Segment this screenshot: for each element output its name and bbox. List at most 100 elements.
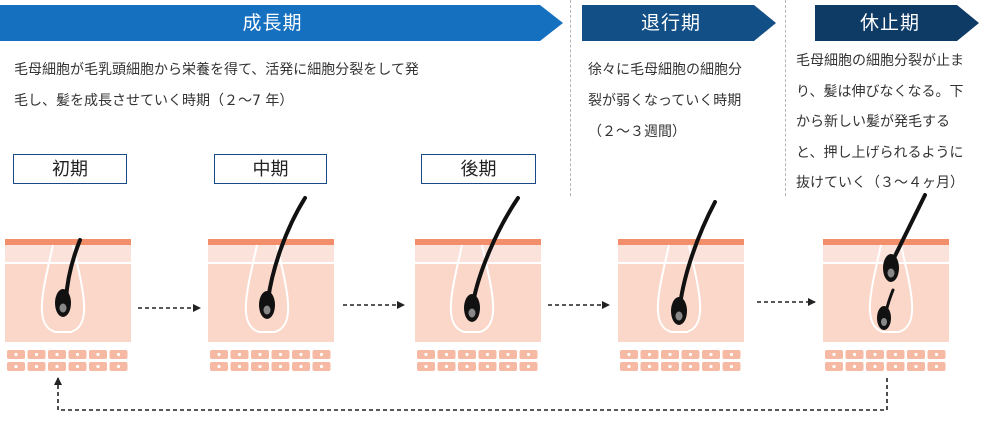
- dermal-papilla: [675, 311, 683, 321]
- fat-cell-dot: [217, 364, 221, 369]
- fat-cell-dot: [873, 364, 877, 369]
- hair-bulb: [464, 294, 480, 322]
- follicle-outline: [656, 244, 702, 333]
- fat-cell-dot: [627, 352, 631, 357]
- fat-cell-dot: [319, 364, 324, 369]
- skin-panel-late: [415, 196, 541, 371]
- description-line: 抜けていく（３〜４ヶ月）: [796, 175, 964, 191]
- skin-upper-layer: [823, 245, 949, 263]
- description-line: と、押し上げられるように: [796, 144, 964, 161]
- fat-cell-dot: [55, 352, 59, 357]
- fat-cell-dot: [278, 352, 283, 357]
- fat-cell-dot: [444, 352, 449, 357]
- description-line: 毛母細胞の細胞分裂が止ま: [796, 53, 964, 69]
- banner-arrow-shape: [582, 5, 776, 41]
- fat-cell-dot: [278, 364, 283, 369]
- fat-cell-dot: [319, 352, 324, 357]
- cycle-return-arrow: [54, 377, 888, 411]
- follicle-outline: [449, 244, 495, 333]
- description-line: （２〜３週間）: [588, 124, 686, 140]
- skin-upper-layer: [208, 245, 334, 263]
- fat-cell-dot: [832, 352, 836, 357]
- fat-cell-dot: [465, 352, 469, 357]
- epidermis-top-layer: [823, 239, 949, 245]
- fat-cell-dot: [217, 352, 221, 357]
- fat-cell-dot: [299, 352, 303, 357]
- fat-cell-dot: [75, 364, 80, 369]
- fat-cell-dot: [55, 364, 59, 369]
- regression-phase-title: 退行期: [640, 12, 701, 34]
- fat-cell-dot: [444, 364, 449, 369]
- fat-cell-dot: [96, 352, 100, 357]
- description-line: 裂が弱くなっていく時期: [588, 93, 742, 109]
- dermal-papilla: [263, 305, 271, 315]
- skin-panel-early: [5, 238, 131, 371]
- fat-cell-dot: [688, 364, 693, 369]
- skin-upper-layer: [415, 245, 541, 263]
- hair-bulb: [55, 289, 71, 317]
- hair-bulb: [671, 297, 687, 325]
- banner-arrow-shape: [815, 5, 979, 41]
- banner-arrow-shape: [0, 5, 563, 41]
- fat-cell-dot: [647, 364, 652, 369]
- epidermis-top-layer: [618, 239, 744, 245]
- fat-cell-dot: [873, 352, 877, 357]
- dermal-papilla: [59, 303, 67, 313]
- fat-cell-dot: [485, 364, 490, 369]
- fat-cell-dot: [893, 352, 898, 357]
- fat-cell-dot: [852, 352, 857, 357]
- fat-cell-dot: [709, 364, 713, 369]
- fat-cell-dot: [647, 352, 652, 357]
- fat-cell-dot: [424, 352, 428, 357]
- fat-cell-dot: [832, 364, 836, 369]
- epidermis-top-layer: [5, 239, 131, 245]
- growth-phase-banner: 成長期: [0, 5, 563, 41]
- fat-cell-dot: [237, 352, 242, 357]
- description-line: 毛母細胞が毛乳頭細胞から栄養を得て、活発に細胞分裂をして発: [14, 62, 419, 78]
- epidermis-top-layer: [208, 239, 334, 245]
- follicle-outline: [868, 244, 914, 333]
- fat-cell-dot: [34, 352, 39, 357]
- fat-cell-dot: [729, 352, 734, 357]
- fat-cell-dot: [465, 364, 469, 369]
- fat-cell-dot: [934, 364, 939, 369]
- hair-shaft: [471, 196, 520, 305]
- description-line: から新しい髪が発毛する: [796, 114, 950, 130]
- fat-cell-dot: [14, 364, 18, 369]
- resting-phase-banner: 休止期: [815, 5, 979, 41]
- fat-cell-dot: [852, 364, 857, 369]
- follicle-outline: [40, 244, 86, 333]
- hair-bulb: [259, 291, 275, 319]
- fat-cell-dot: [506, 352, 510, 357]
- fat-cell-dot: [116, 352, 121, 357]
- fat-cell-dot: [914, 352, 918, 357]
- skin-upper-layer: [618, 245, 744, 263]
- fat-cell-dot: [14, 352, 18, 357]
- dermal-papilla: [887, 268, 895, 278]
- hair-shaft: [266, 196, 307, 302]
- description-line: 毛し、髪を成長させていく時期（２〜7 年）: [14, 93, 294, 109]
- epidermis-top-layer: [415, 239, 541, 245]
- fat-cell-dot: [526, 352, 531, 357]
- fat-cell-dot: [75, 352, 80, 357]
- fat-cell-dot: [485, 352, 490, 357]
- fat-cell-dot: [729, 364, 734, 369]
- fat-cell-dot: [668, 364, 672, 369]
- phase-separator: [785, 0, 786, 196]
- skin-upper-layer: [5, 245, 131, 263]
- fat-cell-dot: [424, 364, 428, 369]
- resting-phase-description: 毛母細胞の細胞分裂が止ま り、髪は伸びなくなる。下 から新しい髪が発毛する と、…: [796, 46, 1000, 199]
- stage-label-late: 後期: [421, 154, 536, 184]
- fat-cell-dot: [258, 364, 262, 369]
- growth-phase-description: 毛母細胞が毛乳頭細胞から栄養を得て、活発に細胞分裂をして発 毛し、髪を成長させて…: [14, 55, 564, 117]
- fat-cell-dot: [934, 352, 939, 357]
- fat-cell-dot: [709, 352, 713, 357]
- skin-panel-regression: [618, 200, 744, 371]
- fat-cell-dot: [668, 352, 672, 357]
- fat-cell-dot: [688, 352, 693, 357]
- description-line: 徐々に毛母細胞の細胞分: [588, 62, 742, 78]
- description-line: り、髪は伸びなくなる。下: [796, 83, 964, 100]
- fat-cell-dot: [96, 364, 100, 369]
- hair-shaft: [678, 200, 717, 307]
